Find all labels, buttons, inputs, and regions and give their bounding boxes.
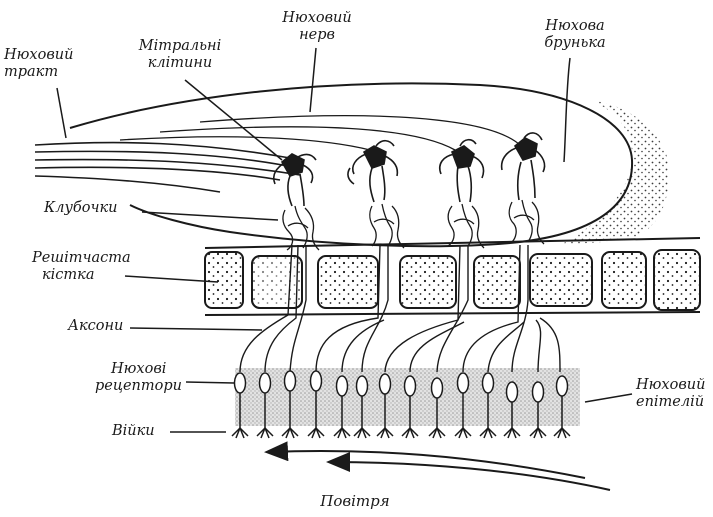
olfactory-bulb xyxy=(70,83,632,246)
leader-olfactory-tract xyxy=(57,88,66,138)
leader-receptors xyxy=(186,382,234,383)
label-olfactory-nerve: Нюховий нерв xyxy=(272,10,362,44)
label-air: Повітря xyxy=(300,493,410,510)
label-cribriform-plate: Решітчаста кістка xyxy=(32,250,131,284)
air-flow-arrows xyxy=(268,451,610,490)
label-olfactory-epithelium-line1: Нюховий xyxy=(636,377,705,394)
label-cribriform-plate-line2: кістка xyxy=(32,267,131,284)
label-olfactory-bulb-line1: Нюхова xyxy=(525,18,625,35)
label-olfactory-tract: Нюховий тракт xyxy=(4,47,73,81)
label-axons: Аксони xyxy=(68,318,123,335)
leader-olfactory-bulb xyxy=(564,58,570,162)
label-mitral-cells: Мітральні клітини xyxy=(125,38,235,72)
mitral-cells xyxy=(274,133,545,206)
cribriform-plate xyxy=(205,238,700,315)
mitral-cell xyxy=(440,140,484,202)
mitral-cell xyxy=(502,133,545,200)
leader-axons xyxy=(130,328,262,330)
leader-mitral-cells xyxy=(185,80,282,160)
label-mitral-cells-line1: Мітральні xyxy=(125,38,235,55)
label-olfactory-receptors: Нюхові рецептори xyxy=(95,361,182,395)
label-olfactory-nerve-line2: нерв xyxy=(272,27,362,44)
label-olfactory-epithelium-line2: епітелій xyxy=(636,394,705,411)
glomerulus xyxy=(370,204,404,248)
label-olfactory-tract-line2: тракт xyxy=(4,64,73,81)
label-olfactory-bulb-line2: брунька xyxy=(525,35,625,52)
label-olfactory-bulb: Нюхова брунька xyxy=(525,18,625,52)
glomerulus xyxy=(283,206,319,250)
bulb-speckled-tissue xyxy=(560,100,669,245)
label-olfactory-receptors-line1: Нюхові xyxy=(95,361,182,378)
air-flow-arrow xyxy=(330,462,610,490)
label-olfactory-receptors-line2: рецептори xyxy=(95,378,182,395)
mitral-cell xyxy=(274,154,316,206)
leader-glomeruli xyxy=(142,212,278,220)
olfactory-tract xyxy=(35,143,300,192)
mitral-cell xyxy=(348,141,397,202)
leader-olfactory-nerve xyxy=(310,48,316,112)
label-cribriform-plate-line1: Решітчаста xyxy=(32,250,131,267)
glomerulus xyxy=(448,204,484,248)
label-cilia: Війки xyxy=(112,423,155,440)
leader-epithelium xyxy=(585,394,632,402)
label-olfactory-epithelium: Нюховий епітелій xyxy=(636,377,705,411)
glomerulus xyxy=(509,200,544,244)
label-olfactory-tract-line1: Нюховий xyxy=(4,47,73,64)
label-olfactory-nerve-line1: Нюховий xyxy=(272,10,362,27)
label-glomeruli: Клубочки xyxy=(44,200,117,217)
label-mitral-cells-line2: клітини xyxy=(125,55,235,72)
